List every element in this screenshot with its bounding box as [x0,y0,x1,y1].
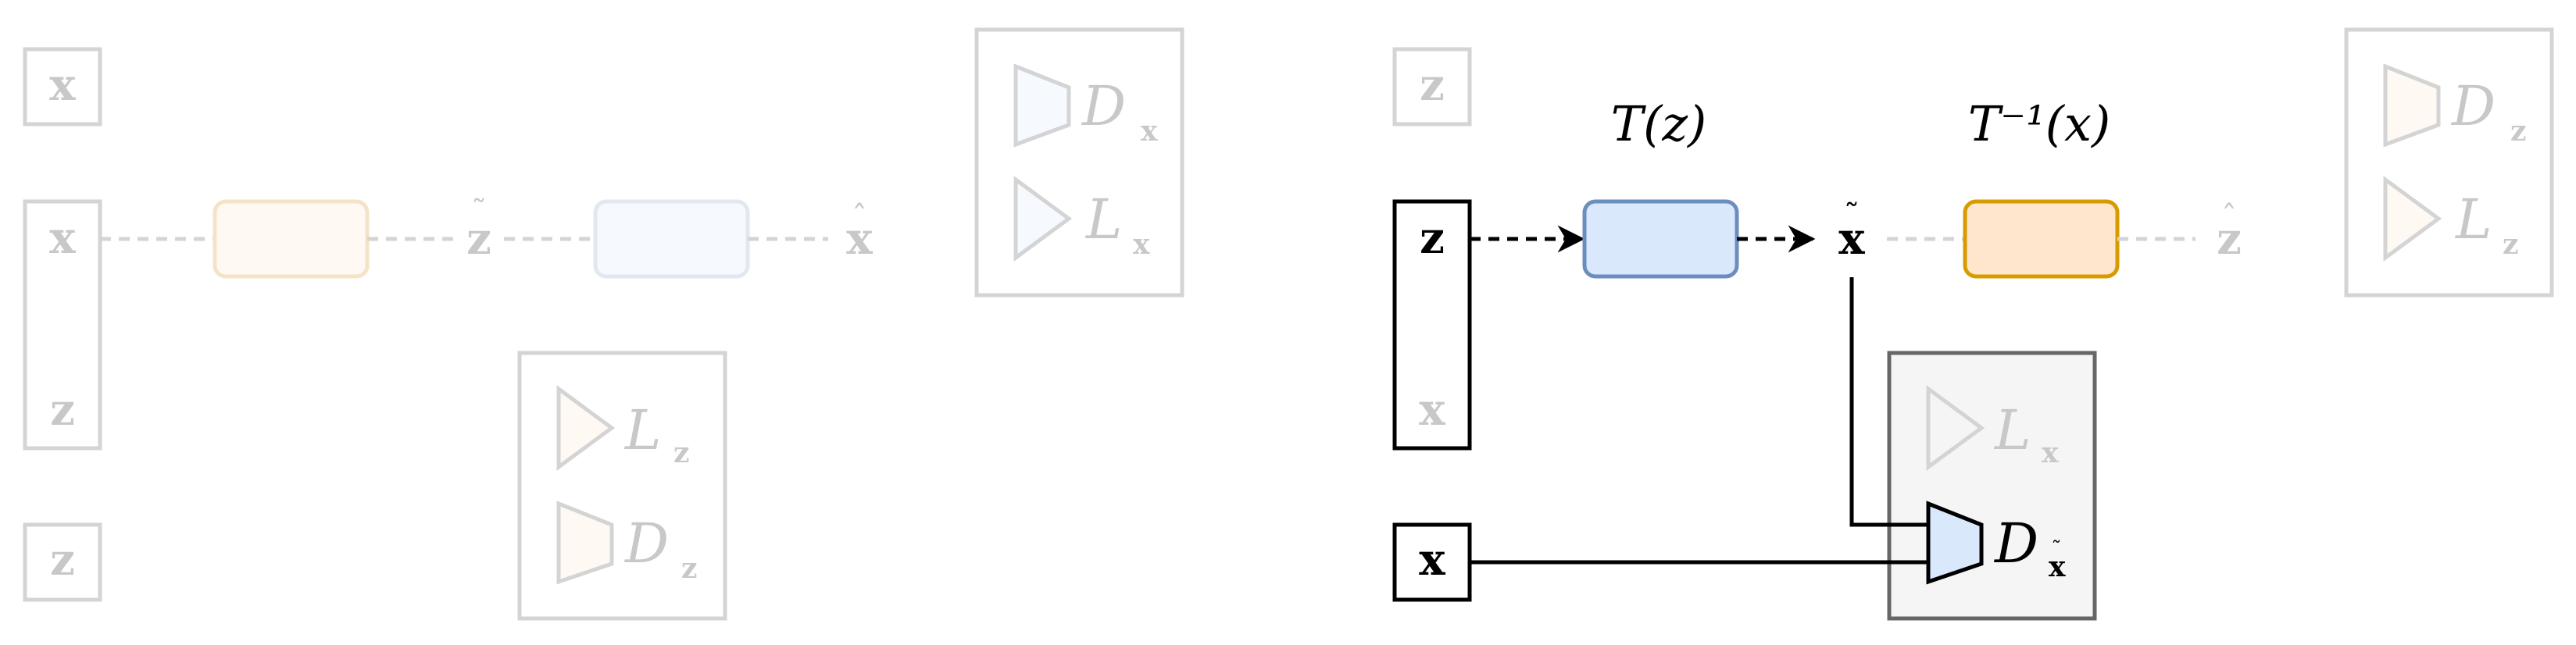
discriminator-icon [1926,501,1984,585]
disc-x-hat-symbol: D [1081,74,1126,138]
inverse-block [1963,199,2120,279]
loss-z-tilde-sub: z [673,437,689,469]
stack-zx-box [1392,199,1472,451]
disc-panel-x-tilde [1887,351,2097,621]
input-x-label: x [49,59,76,111]
loss-icon [1013,176,1073,262]
faded-generator-block [593,199,750,279]
faded-inverse-block [213,199,370,279]
loss-x-hat-symbol: L [1084,187,1122,251]
tilde-accent: ˜ [2052,538,2062,561]
z-tilde-label: z [466,213,491,265]
input-z-box [1392,47,1472,127]
loss-z-hat-symbol: L [2454,187,2492,251]
tilde-accent: ˜ [471,194,487,230]
stack-x-label: x [1419,384,1445,436]
loss-icon [1926,385,1985,471]
input-z-label: z [1420,59,1445,111]
edge-x-tilde-to-discriminator [1849,277,1928,527]
inverse-label: T⁻¹(x) [1968,95,2110,152]
right-panel: z z x x T(z) x ˜ T⁻¹(x) z ˆ D z [1392,27,2554,621]
disc-panel-x-hat [974,27,1184,298]
generator-block [1582,199,1739,279]
z-tilde-node: z ˜ [466,194,491,265]
loss-z-hat-sub: z [2503,228,2518,261]
z-hat-node: z ˆ [2217,200,2242,265]
x-hat-label: x [846,213,873,265]
disc-x-tilde-sub: x [2049,551,2066,583]
disc-x-tilde-symbol: D [1993,511,2038,576]
left-panel: x x z z z ˜ x ˆ D x L x L [23,27,1184,621]
disc-panel-z-hat [2344,27,2554,298]
disc-x-hat-sub: x [1141,115,1158,148]
stack-z-label: z [1420,212,1445,264]
disc-z-tilde-sub: z [681,552,697,585]
x-tilde-node: x ˜ [1838,198,1865,265]
discriminator-icon [1013,63,1071,148]
input-x-box [23,47,102,127]
disc-z-hat-symbol: D [2450,74,2496,138]
tilde-accent: ˜ [1844,198,1860,234]
stack-x-label: x [49,212,76,264]
loss-z-tilde-symbol: L [623,398,661,462]
hat-accent: ˆ [2221,200,2237,236]
input-z-box [23,522,102,602]
disc-z-hat-sub: z [2510,115,2526,148]
x-hat-node: x ˆ [846,200,873,265]
loss-x-tilde-symbol: L [1993,398,2031,462]
disc-panel-z-tilde [517,351,727,621]
hat-accent: ˆ [852,200,867,236]
stack-xz-box [23,199,102,451]
generator-label: T(z) [1611,95,1706,152]
loss-x-hat-sub: x [1133,228,1150,261]
x-tilde-label: x [1838,213,1865,265]
loss-icon [556,385,616,471]
stack-z-label: z [50,384,75,436]
input-z-label: z [50,534,75,586]
discriminator-icon [2383,63,2441,148]
loss-icon [2383,176,2442,262]
disc-z-tilde-symbol: D [623,511,669,576]
z-hat-label: z [2217,213,2242,265]
loss-x-tilde-sub: x [2042,437,2059,469]
discriminator-icon [556,501,614,585]
input-x-label: x [1419,534,1445,586]
